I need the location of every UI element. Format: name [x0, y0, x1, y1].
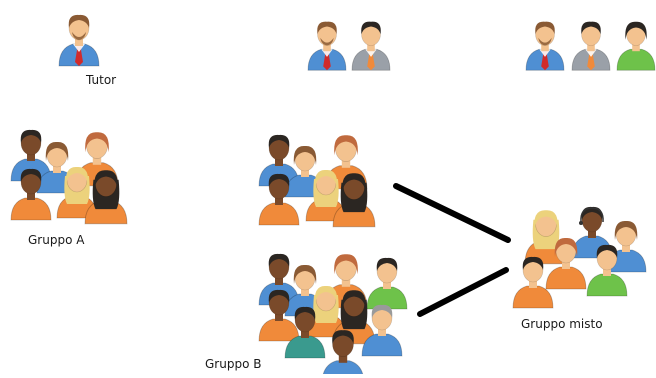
student-icon: [258, 289, 300, 342]
student-icon: [361, 304, 403, 357]
student-icon: [284, 306, 326, 359]
tutor-label: Tutor: [86, 73, 117, 87]
people-layer: [10, 14, 656, 378]
group-a-label: Gruppo A: [28, 233, 85, 247]
tutor-icon: [616, 21, 656, 71]
tutor-icon: [307, 21, 347, 71]
connector-line-bottom: [417, 267, 509, 317]
student-icon: [258, 173, 300, 226]
tutor-icon: [351, 21, 391, 71]
connector-line-top: [393, 183, 511, 243]
student-icon: [366, 257, 408, 310]
tutor-icon: [58, 14, 100, 67]
tutor-icon: [571, 21, 611, 71]
student-icon: [545, 237, 587, 290]
student-icon: [10, 168, 52, 221]
student-icon: [586, 244, 628, 297]
student-icon: [332, 173, 376, 228]
student-icon: [512, 256, 554, 309]
group-mixed-label: Gruppo misto: [521, 317, 603, 331]
student-icon: [332, 290, 376, 345]
group-b-label: Gruppo B: [205, 357, 262, 371]
student-icon: [84, 170, 128, 225]
tutor-icon: [525, 21, 565, 71]
